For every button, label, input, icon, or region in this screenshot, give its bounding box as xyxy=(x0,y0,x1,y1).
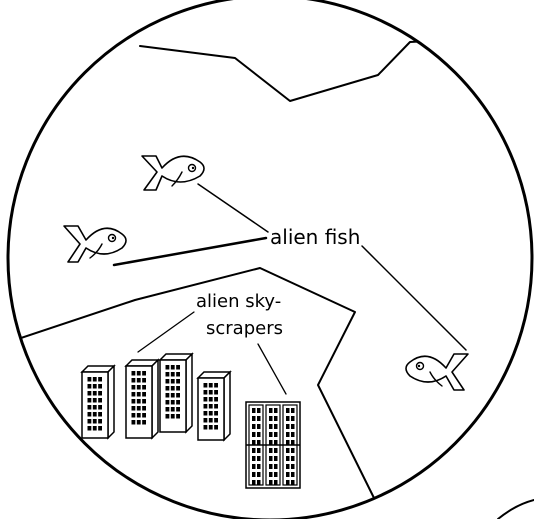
skyscraper-icon xyxy=(198,372,230,440)
skyscraper-icon xyxy=(82,366,114,438)
adjacent-circle-arc xyxy=(498,500,534,519)
skyscraper-icon xyxy=(160,354,192,432)
alien-skyscrapers-label-line1: alien sky- xyxy=(196,291,281,312)
skyscraper-icon xyxy=(246,402,300,488)
alien-fish-label: alien fish xyxy=(270,225,360,249)
alien-skyscrapers-label-line2: scrapers xyxy=(206,318,283,339)
skyscraper-icon xyxy=(126,360,158,438)
